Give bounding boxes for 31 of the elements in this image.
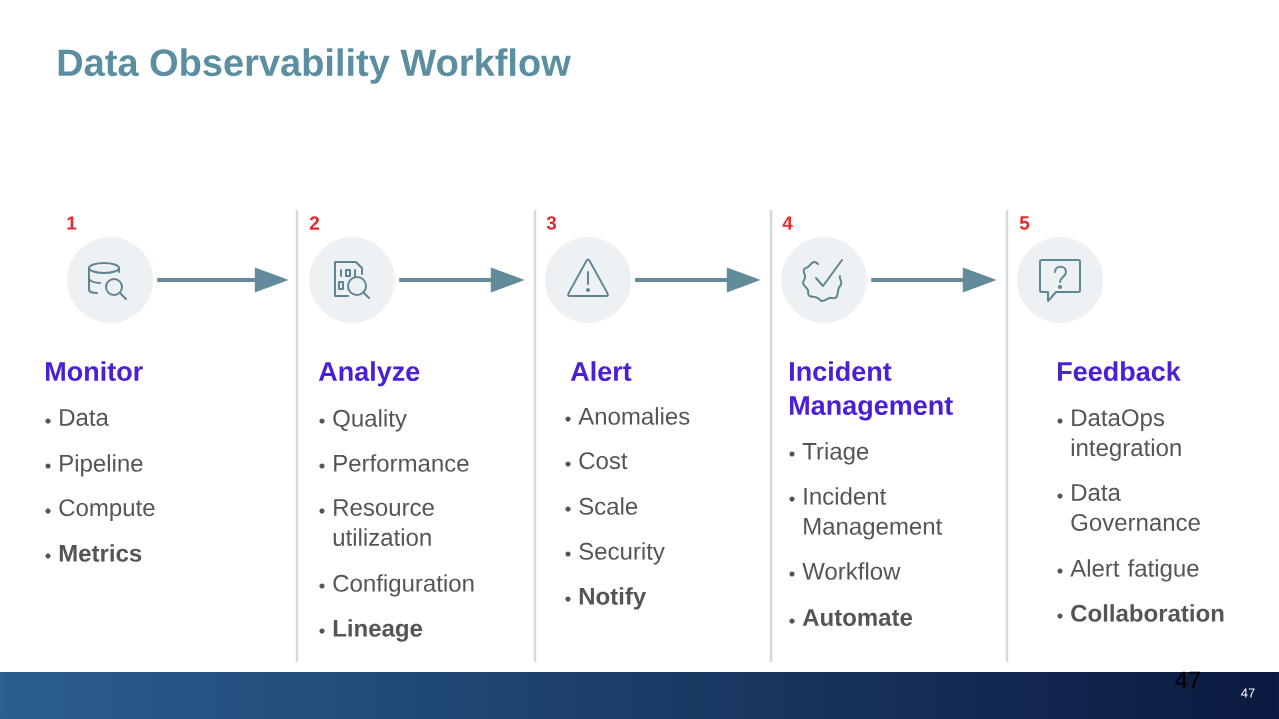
bullet-item: Metrics [45, 544, 142, 562]
bullet-item: Lineage [319, 619, 423, 642]
page-number: 47 [1241, 688, 1255, 698]
page-number: 47 [1175, 671, 1201, 689]
icon-circle [781, 237, 867, 323]
title: Data Observability Workflow [58, 48, 571, 84]
bullet-item: Automate [789, 609, 913, 626]
icon-circle [545, 237, 631, 323]
bullet-item: Quality [319, 409, 407, 432]
bullet-item: Configuration [319, 574, 474, 597]
icon-circle [67, 237, 153, 323]
bullet-item: Compute [45, 499, 155, 521]
icon-circle [1017, 237, 1103, 323]
bullet-item: DataOps integration [1057, 409, 1181, 461]
bullet-item: Workflow [789, 562, 901, 580]
bullet-item: Pipeline [45, 454, 143, 477]
bullet-item: Anomalies [565, 407, 690, 425]
bullet-item: Performance [319, 454, 469, 472]
bullet-item: Incident Management [789, 487, 943, 540]
bullet-item: Scale [565, 497, 638, 515]
step-heading: Incident Management [790, 361, 953, 421]
bullet-item: Cost [565, 452, 628, 470]
bullet-item: Notify [565, 587, 647, 610]
bullet-item: Data [45, 409, 109, 426]
bullet-item: Security [565, 542, 665, 565]
bullet-item: Triage [789, 442, 869, 465]
bullet-item: Collaboration [1057, 604, 1224, 622]
bullet-item: Data Governance [1057, 484, 1200, 531]
bullet-item: Resource utilization [319, 499, 434, 546]
icon-circle [309, 237, 395, 323]
bullet-item: Alert fatigue [1057, 559, 1199, 582]
